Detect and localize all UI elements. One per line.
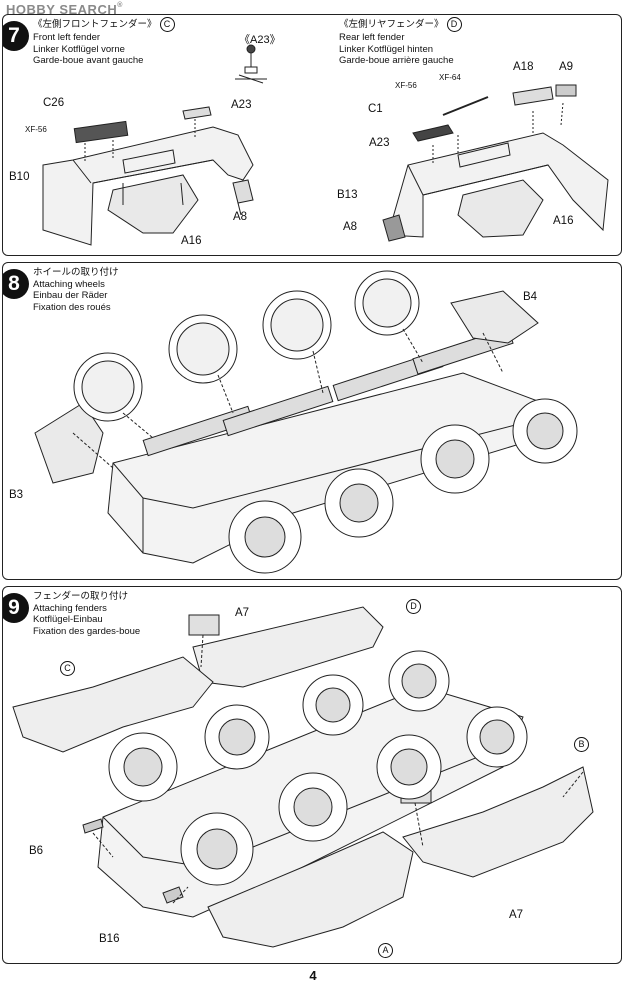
step-8-panel: 8 ホイールの取り付け Attaching wheels Einbau der … — [2, 262, 622, 580]
label-a8-a: A8 — [233, 211, 248, 223]
label-a23-b: A23 — [369, 137, 390, 149]
label-a16-a: A16 — [181, 235, 202, 247]
step-8-title: ホイールの取り付け Attaching wheels Einbau der Rä… — [33, 267, 119, 313]
step-8-drawing — [34, 270, 578, 574]
marker-c: C — [159, 17, 175, 32]
marker-d: D — [403, 599, 421, 614]
step-7-drawing — [42, 44, 609, 246]
label-xf56-a: XF-56 — [25, 125, 47, 134]
step-number: 8 — [3, 269, 29, 299]
label-a7-b: A7 — [509, 909, 524, 921]
label-a16-b: A16 — [553, 215, 574, 227]
label-xf64: XF-64 — [439, 73, 461, 82]
label-b13: B13 — [337, 189, 358, 201]
marker-d: D — [446, 17, 462, 32]
label-c26: C26 — [43, 97, 65, 109]
step-7-left-title: 《左側フロントフェンダー》C Front left fender Linker … — [33, 17, 175, 67]
label-c1: C1 — [368, 103, 383, 115]
step-number: 9 — [3, 593, 29, 623]
marker-a: A — [375, 943, 393, 958]
label-xf56-b: XF-56 — [395, 81, 417, 90]
step-number: 7 — [3, 21, 29, 51]
marker-b: B — [571, 737, 589, 752]
label-b6: B6 — [29, 845, 44, 857]
label-b16: B16 — [99, 933, 120, 945]
page-number: 4 — [309, 968, 317, 983]
marker-c: C — [57, 661, 75, 676]
step-7-panel: 7 《左側フロントフェンダー》C Front left fender Linke… — [2, 14, 622, 256]
label-a18: A18 — [513, 61, 534, 73]
label-b10: B10 — [9, 171, 30, 183]
step-9-drawing — [12, 606, 594, 948]
step-7-right-title: 《左側リヤフェンダー》D Rear left fender Linker Kot… — [339, 17, 462, 67]
step-9-title: フェンダーの取り付け Attaching fenders Kotflügel-E… — [33, 591, 141, 637]
label-a7-a: A7 — [235, 607, 250, 619]
label-b3: B3 — [9, 489, 24, 501]
watermark: HOBBY SEARCH® — [6, 2, 123, 17]
label-a23-box: 《A23》 — [239, 34, 281, 46]
label-a9: A9 — [559, 61, 574, 73]
label-b4: B4 — [523, 291, 538, 303]
step-9-panel: 9 フェンダーの取り付け Attaching fenders Kotflügel… — [2, 586, 622, 964]
label-a23-a: A23 — [231, 99, 252, 111]
label-a8-b: A8 — [343, 221, 358, 233]
